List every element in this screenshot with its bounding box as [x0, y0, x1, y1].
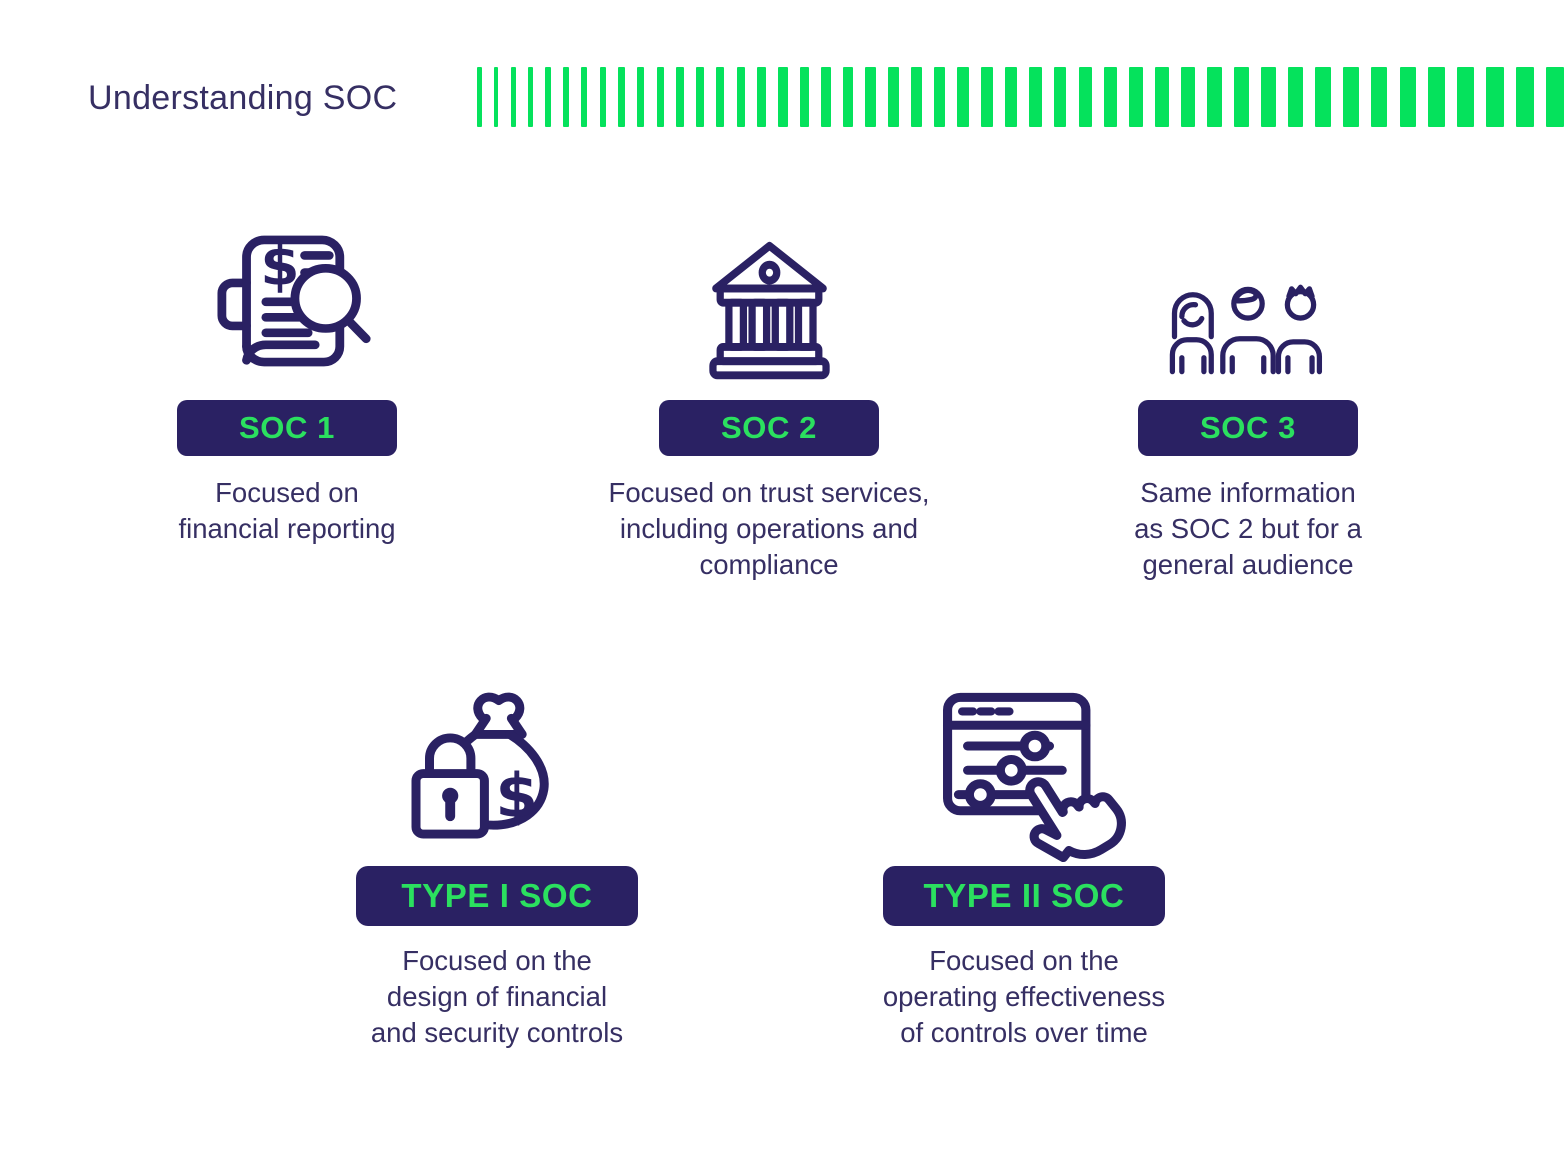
- decorative-bar: [1078, 67, 1092, 127]
- decorative-bar: [493, 67, 499, 127]
- soc-3-badge: SOC 3: [1138, 400, 1358, 456]
- card-description: Focused on the operating effectiveness o…: [882, 945, 1166, 1048]
- card-description: Focused on the design of financial and s…: [370, 945, 624, 1048]
- decorative-bar: [1315, 67, 1332, 127]
- decorative-bar: [957, 67, 969, 127]
- decorative-bar: [563, 67, 570, 127]
- decorative-bar: [1129, 67, 1143, 127]
- decorative-bar: [695, 67, 704, 127]
- decorative-bar: [865, 67, 876, 127]
- decorative-bar: [1486, 67, 1504, 127]
- decorative-bar: [843, 67, 854, 127]
- decorative-bars: [477, 67, 1564, 127]
- svg-text:$: $: [496, 762, 539, 832]
- type-1-soc-badge: TYPE I SOC: [356, 866, 638, 926]
- decorative-bar: [656, 67, 664, 127]
- card-type-1-soc: $ TYPE I SOC Focused on the design of fi…: [312, 672, 682, 1051]
- decorative-bar: [980, 67, 993, 127]
- decorative-bar: [1004, 67, 1017, 127]
- decorative-bar: [1154, 67, 1169, 127]
- card-description: Focused on trust services, including ope…: [608, 477, 930, 580]
- decorative-bar: [821, 67, 832, 127]
- decorative-bar: [599, 67, 607, 127]
- document-magnifier-icon: $: [199, 210, 375, 393]
- decorative-bar: [778, 67, 788, 127]
- badge-label: TYPE I SOC: [401, 877, 593, 914]
- decorative-bar: [910, 67, 922, 127]
- decorative-bar: [1287, 67, 1304, 127]
- badge-label: SOC 3: [1199, 410, 1297, 445]
- decorative-bar: [887, 67, 899, 127]
- type-2-soc-badge: TYPE II SOC: [883, 866, 1165, 926]
- decorative-bar: [1207, 67, 1222, 127]
- page-title: Understanding SOC: [88, 79, 398, 117]
- badge-label: TYPE II SOC: [923, 877, 1125, 914]
- decorative-bar: [716, 67, 725, 127]
- decorative-bar: [510, 67, 516, 127]
- decorative-bar: [1428, 67, 1446, 127]
- card-description: Same information as SOC 2 but for a gene…: [1134, 477, 1362, 580]
- decorative-bar: [1457, 67, 1475, 127]
- decorative-bar: [1260, 67, 1276, 127]
- decorative-bar: [527, 67, 534, 127]
- decorative-bar: [545, 67, 551, 127]
- decorative-bar: [618, 67, 626, 127]
- card-type-2-soc: TYPE II SOC Focused on the operating eff…: [819, 672, 1229, 1051]
- card-soc-3: SOC 3 Same information as SOC 2 but for …: [1078, 210, 1418, 583]
- lock-money-bag-icon: $: [407, 672, 587, 859]
- decorative-bar: [477, 67, 482, 127]
- soc-1-badge: SOC 1: [177, 400, 397, 456]
- decorative-bar: [757, 67, 767, 127]
- decorative-bar: [581, 67, 588, 127]
- decorative-bar: [933, 67, 946, 127]
- decorative-bar: [1399, 67, 1417, 127]
- decorative-bar: [1545, 67, 1564, 127]
- decorative-bar: [1233, 67, 1249, 127]
- decorative-bar: [1516, 67, 1534, 127]
- card-description: Focused on financial reporting: [178, 477, 396, 544]
- decorative-bar: [1371, 67, 1388, 127]
- badge-label: SOC 2: [720, 410, 818, 445]
- card-soc-1: $ SOC 1 Focused on financial reporting: [117, 210, 457, 547]
- decorative-bar: [1053, 67, 1067, 127]
- decorative-bar: [1180, 67, 1196, 127]
- decorative-bar: [736, 67, 746, 127]
- badge-label: SOC 1: [238, 410, 336, 445]
- bank-icon: [697, 210, 842, 393]
- decorative-bar: [1103, 67, 1117, 127]
- decorative-bar: [1029, 67, 1042, 127]
- soc-2-badge: SOC 2: [659, 400, 879, 456]
- sliders-hand-icon: [933, 672, 1126, 863]
- decorative-bar: [676, 67, 684, 127]
- decorative-bar: [1343, 67, 1360, 127]
- people-group-icon: [1164, 210, 1332, 393]
- card-soc-2: SOC 2 Focused on trust services, includi…: [554, 210, 984, 583]
- decorative-bar: [799, 67, 810, 127]
- decorative-bar: [637, 67, 645, 127]
